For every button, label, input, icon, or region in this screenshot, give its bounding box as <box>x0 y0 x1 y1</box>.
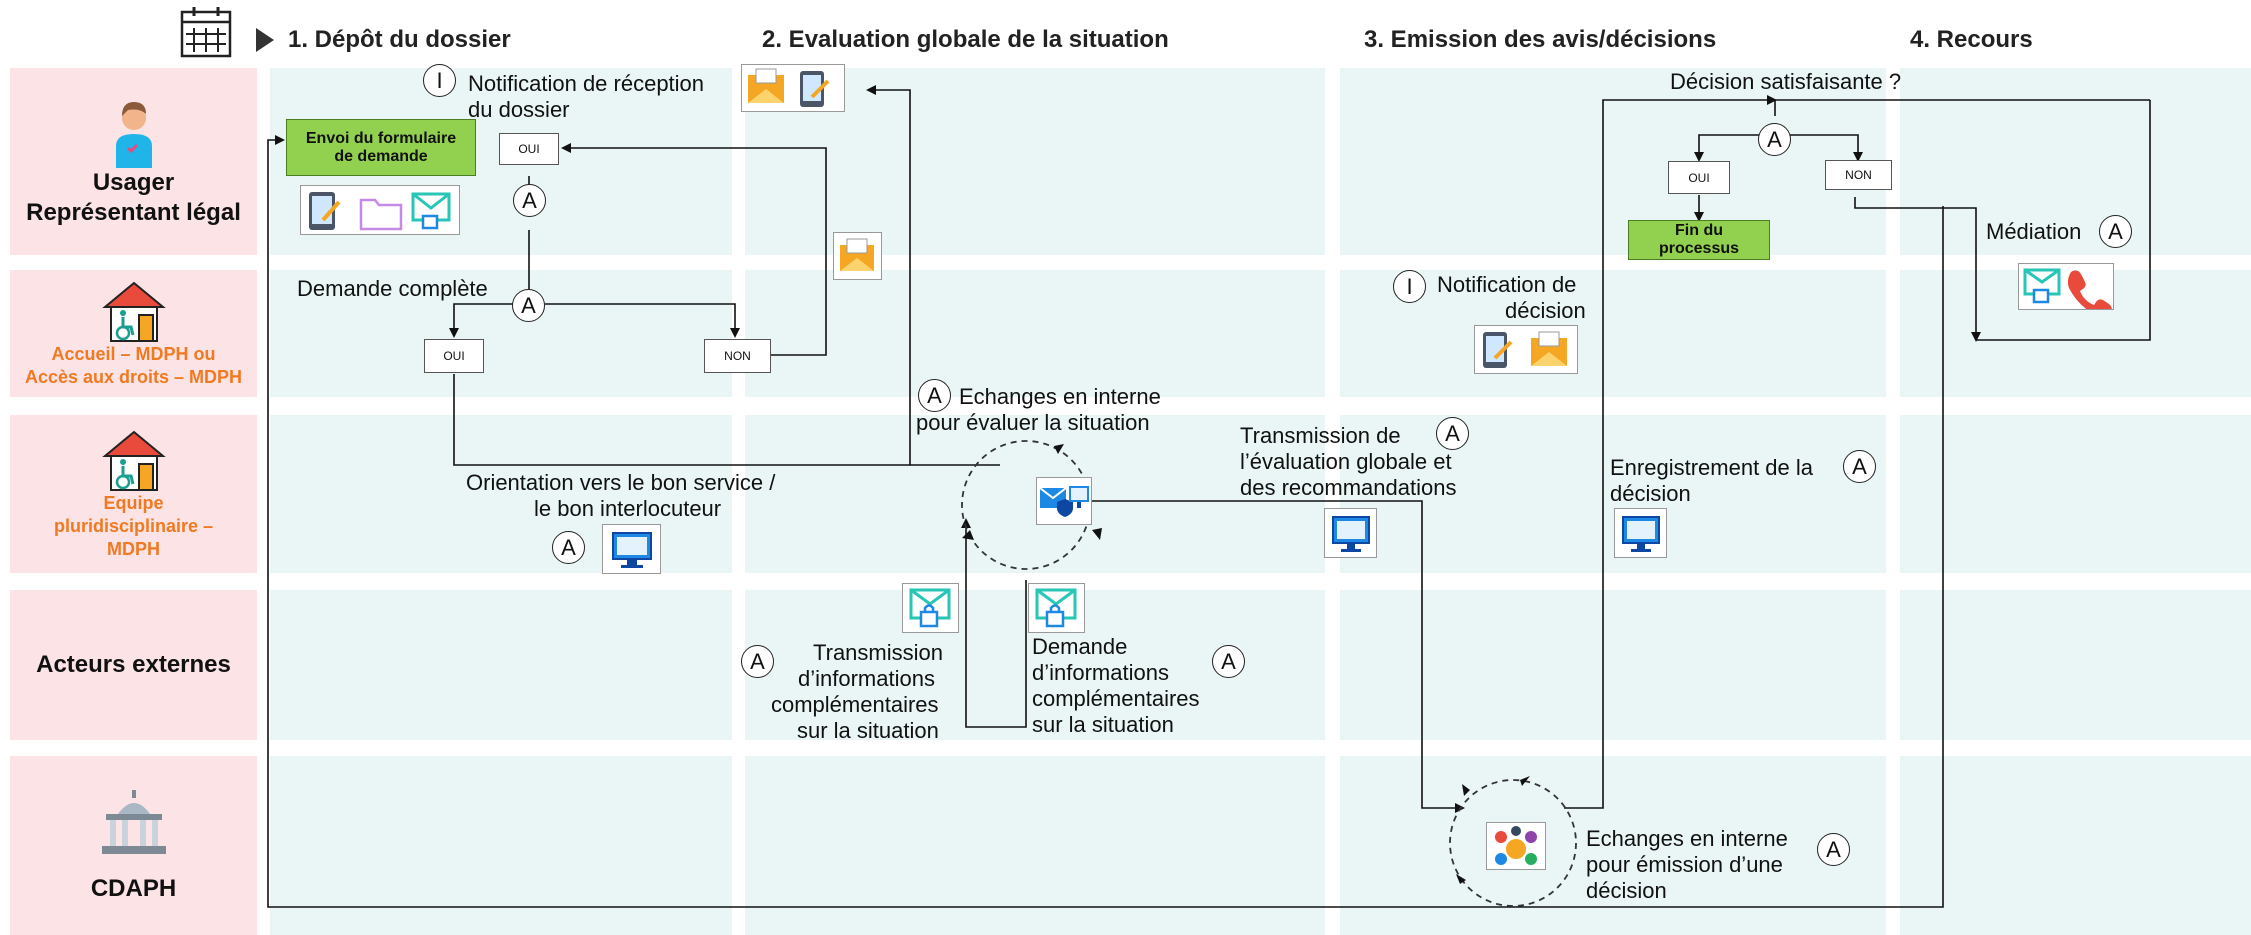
actor-externes: Acteurs externes <box>10 590 257 740</box>
oui-box-decision: OUI <box>1668 161 1730 194</box>
envoi-formulaire-box: Envoi du formulaire de demande <box>286 119 476 176</box>
phase-2-title: 2. Evaluation globale de la situation <box>762 26 1169 53</box>
non-box-demande: NON <box>704 339 771 373</box>
actor-cdaph: CDAPH <box>10 756 257 935</box>
play-triangle-icon <box>256 28 274 52</box>
secure-mail-icon <box>411 192 451 230</box>
action-marker: A <box>513 184 546 217</box>
envelope-icon <box>748 68 784 103</box>
echanges-cdaph-line1: Echanges en interne <box>1586 826 1788 851</box>
actor-accueil: Accueil – MDPH ou Accès aux droits – MDP… <box>10 270 257 397</box>
phase-1-title: 1. Dépôt du dossier <box>288 26 511 53</box>
actor-usager: Usager Représentant légal <box>10 68 257 255</box>
disabled-access-house-icon <box>101 430 166 491</box>
notification-decision-line1: Notification de <box>1437 272 1577 297</box>
action-marker: A <box>1843 450 1876 483</box>
computer-icon <box>1324 508 1377 558</box>
actor-cdaph-label: CDAPH <box>90 874 177 902</box>
transmission-eval-line2: l’évaluation globale et <box>1240 449 1452 474</box>
fin-processus-box: Fin du processus <box>1628 220 1770 260</box>
demande-complete-label: Demande complète <box>297 276 488 301</box>
icon-group-notification-reception <box>741 64 845 112</box>
transmission-info-line4: sur la situation <box>797 718 939 743</box>
demande-info-line4: sur la situation <box>1032 712 1174 737</box>
secure-mail-icon <box>2023 268 2061 304</box>
echanges-cdaph-line3: décision <box>1586 878 1667 903</box>
actor-usager-line1: Usager <box>92 168 175 196</box>
action-marker: A <box>1817 833 1850 866</box>
icon-group-mediation <box>2018 263 2114 317</box>
tablet-signature-icon <box>800 71 830 107</box>
folder-icon <box>359 198 403 231</box>
action-marker: A <box>552 531 585 564</box>
envelope-icon <box>833 232 882 280</box>
computer-icon <box>602 524 661 574</box>
action-marker: A <box>2099 215 2132 248</box>
actor-accueil-line2: Accès aux droits – MDPH <box>24 366 243 387</box>
phase-4-title: 4. Recours <box>1910 26 2033 53</box>
information-marker: I <box>1393 270 1426 303</box>
transmission-eval-line1: Transmission de <box>1240 423 1401 448</box>
meeting-icon <box>1486 822 1546 870</box>
information-marker: I <box>423 64 456 97</box>
actor-equipe-line2: pluridisciplinaire – <box>53 515 214 536</box>
phase-3-title: 3. Emission des avis/décisions <box>1364 26 1717 53</box>
notification-decision-line2: décision <box>1505 298 1586 323</box>
phone-icon <box>2067 270 2112 317</box>
action-marker: A <box>1436 417 1469 450</box>
decision-satisfaisante-label: Décision satisfaisante ? <box>1670 69 1902 94</box>
action-marker: A <box>1212 645 1245 678</box>
action-marker: A <box>512 289 545 322</box>
transmission-info-line3: complémentaires <box>771 692 939 717</box>
enregistrement-line1: Enregistrement de la <box>1610 455 1813 480</box>
secure-mail-icon <box>1039 487 1073 517</box>
action-marker: A <box>1758 123 1791 156</box>
person-icon <box>115 101 152 168</box>
demande-info-line1: Demande <box>1032 634 1128 659</box>
actor-accueil-line1: Accueil – MDPH ou <box>51 343 216 364</box>
tablet-signature-icon <box>1483 332 1513 368</box>
orientation-line1: Orientation vers le bon service / <box>466 470 776 495</box>
notification-reception-line1: Notification de réception <box>468 71 705 96</box>
orientation-line2: le bon interlocuteur <box>534 496 722 521</box>
disabled-access-house-icon <box>101 281 166 342</box>
enregistrement-line2: décision <box>1610 481 1691 506</box>
transmission-info-line1: Transmission <box>813 640 943 665</box>
icon-group-envoi <box>300 185 460 235</box>
secure-mail-icon <box>902 583 959 633</box>
envelope-icon <box>1531 331 1567 366</box>
government-building-icon <box>101 789 166 854</box>
notification-reception-line2: du dossier <box>468 97 570 122</box>
actor-externes-label: Acteurs externes <box>36 651 231 678</box>
transmission-info-line2: d’informations <box>798 666 935 691</box>
actor-equipe-line1: Equipe <box>103 492 164 513</box>
action-marker: A <box>918 379 951 412</box>
icon-group-notification-decision <box>1474 325 1578 374</box>
secure-mail-icon <box>1028 583 1085 633</box>
actor-equipe-line3: MDPH <box>107 538 160 559</box>
computer-icon <box>1614 508 1667 558</box>
demande-info-line2: d’informations <box>1032 660 1169 685</box>
demande-info-line3: complémentaires <box>1032 686 1200 711</box>
tablet-signature-icon <box>309 192 341 230</box>
echanges-cdaph-line2: pour émission d’une <box>1586 852 1783 877</box>
transmission-eval-line3: des recommandations <box>1240 475 1457 500</box>
action-marker: A <box>741 645 774 678</box>
oui-box-reception: OUI <box>499 133 559 165</box>
mediation-label: Médiation <box>1986 219 2082 244</box>
echanges-interne-line1: Echanges en interne <box>959 384 1161 409</box>
icon-group-echanges <box>1036 477 1092 525</box>
computer-icon <box>1069 486 1089 508</box>
non-box-decision: NON <box>1825 160 1892 190</box>
echanges-interne-line2: pour évaluer la situation <box>916 410 1150 435</box>
oui-box-demande: OUI <box>424 339 484 373</box>
actor-usager-line2: Représentant légal <box>26 198 241 226</box>
calendar-icon <box>178 4 234 60</box>
actor-equipe: Equipe pluridisciplinaire – MDPH <box>10 415 257 573</box>
